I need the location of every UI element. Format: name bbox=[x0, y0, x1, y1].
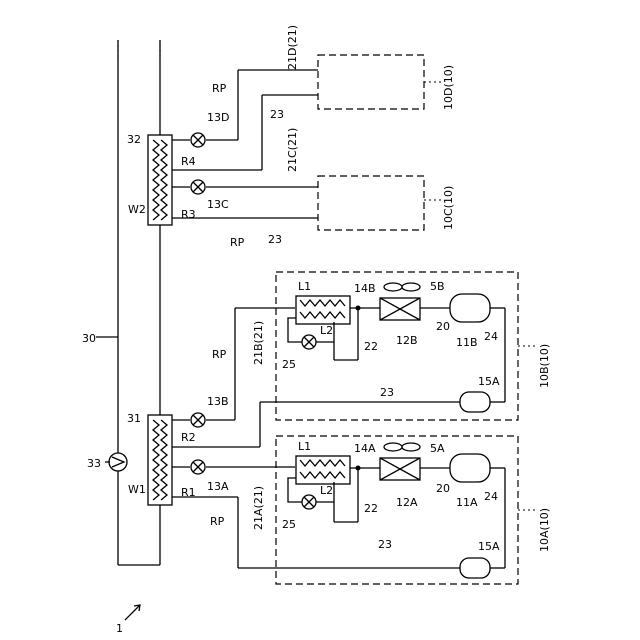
pump-33-label: 33 bbox=[87, 457, 101, 470]
pipe-23c-label: 23 bbox=[268, 233, 282, 246]
b-l2-label: L2 bbox=[320, 324, 333, 337]
a-14-label: 14A bbox=[354, 442, 376, 455]
valve-25a-icon bbox=[302, 495, 316, 509]
unit-10a-label: 10A(10) bbox=[538, 508, 551, 552]
heat-exchanger-31 bbox=[148, 415, 172, 505]
valve-13c-icon bbox=[191, 180, 205, 194]
a-25-label: 25 bbox=[282, 518, 296, 531]
hx-31-label: 31 bbox=[127, 412, 141, 425]
a-15-label: 15A bbox=[478, 540, 500, 553]
unit-10d-box bbox=[318, 55, 424, 109]
a-11-label: 11A bbox=[456, 496, 478, 509]
unit-10c-label: 10C(10) bbox=[442, 186, 455, 230]
unit-10d-label: 10D(10) bbox=[442, 65, 455, 110]
a-20-label: 20 bbox=[436, 482, 450, 495]
valve-13d-label: 13D bbox=[207, 111, 229, 124]
a-22-label: 22 bbox=[364, 502, 378, 515]
a-l2-label: L2 bbox=[320, 484, 333, 497]
b-20-label: 20 bbox=[436, 320, 450, 333]
a-l1-label: L1 bbox=[298, 440, 311, 453]
rp-c-label: RP bbox=[230, 236, 245, 249]
b-22-label: 22 bbox=[364, 340, 378, 353]
pipe-21d-label: 21D(21) bbox=[286, 25, 299, 70]
pipe-23d-label: 23 bbox=[270, 108, 284, 121]
rp-a-label: RP bbox=[210, 515, 225, 528]
heat-exchanger-32 bbox=[148, 135, 172, 225]
unit-10c-box bbox=[318, 176, 424, 230]
pipe-23a-label: 23 bbox=[378, 538, 392, 551]
b-5-label: 5B bbox=[430, 280, 445, 293]
valve-13b-icon bbox=[191, 413, 205, 427]
system-arrow bbox=[125, 605, 140, 620]
rp-b-label: RP bbox=[212, 348, 227, 361]
hx-32-label: 32 bbox=[127, 133, 141, 146]
w2-label: W2 bbox=[128, 203, 146, 216]
b-l1-label: L1 bbox=[298, 280, 311, 293]
valve-13c-label: 13C bbox=[207, 198, 229, 211]
pipe-21c-label: 21C(21) bbox=[286, 128, 299, 172]
pipe-21a-label: 21A(21) bbox=[252, 486, 265, 530]
unit-10a-internals bbox=[288, 443, 505, 578]
unit-10b-label: 10B(10) bbox=[538, 344, 551, 388]
b-15-label: 15A bbox=[478, 375, 500, 388]
refrigerant-lines-10b bbox=[172, 308, 465, 447]
r4-label: R4 bbox=[181, 155, 196, 168]
b-25-label: 25 bbox=[282, 358, 296, 371]
valve-13a-icon bbox=[191, 460, 205, 474]
valve-25b-icon bbox=[302, 335, 316, 349]
b-14-label: 14B bbox=[354, 282, 376, 295]
w1-label: W1 bbox=[128, 483, 146, 496]
b-11-label: 11B bbox=[456, 336, 478, 349]
pipe-23b-label: 23 bbox=[380, 386, 394, 399]
a-5-label: 5A bbox=[430, 442, 445, 455]
r3-label: R3 bbox=[181, 208, 196, 221]
pipe-30-label: 30 bbox=[82, 332, 96, 345]
r2-label: R2 bbox=[181, 431, 196, 444]
b-24-label: 24 bbox=[484, 330, 498, 343]
valve-13d-icon bbox=[191, 133, 205, 147]
system-label: 1 bbox=[116, 622, 123, 635]
pump-icon bbox=[105, 453, 127, 471]
valve-13a-label: 13A bbox=[207, 480, 229, 493]
a-24-label: 24 bbox=[484, 490, 498, 503]
valve-13b-label: 13B bbox=[207, 395, 229, 408]
a-12-label: 12A bbox=[396, 496, 418, 509]
b-12-label: 12B bbox=[396, 334, 418, 347]
pipe-21b-label: 21B(21) bbox=[252, 321, 265, 365]
rp-d-label: RP bbox=[212, 82, 227, 95]
